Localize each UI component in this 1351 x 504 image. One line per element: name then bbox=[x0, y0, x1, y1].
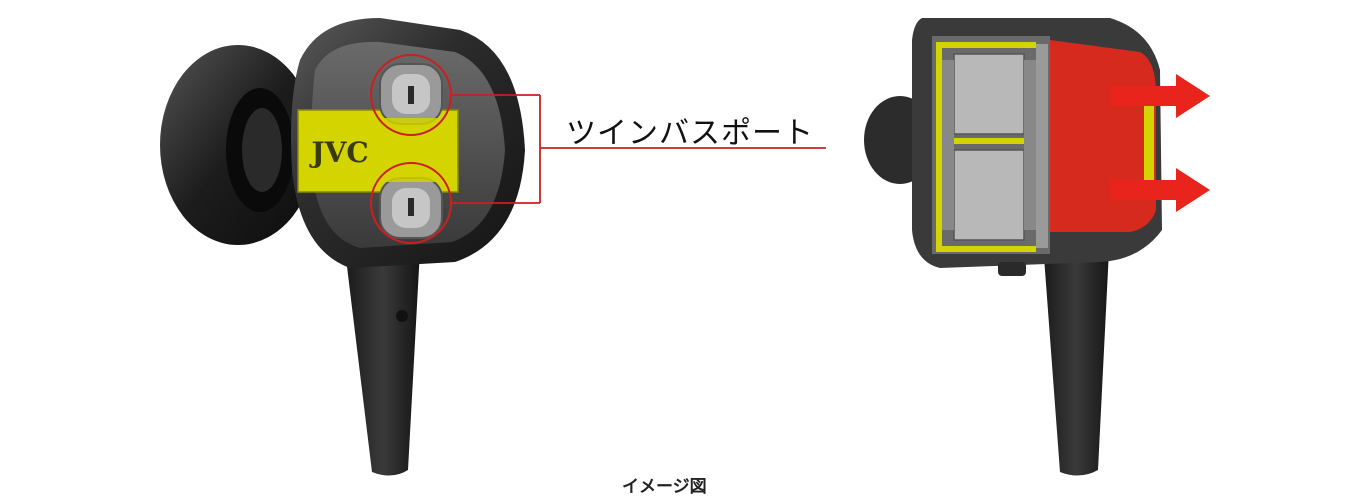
driver-bottom bbox=[954, 150, 1024, 240]
driver-top bbox=[954, 54, 1024, 134]
left-stem bbox=[345, 250, 420, 476]
jvc-logo: JVC bbox=[308, 136, 368, 169]
right-stem bbox=[1042, 230, 1110, 476]
twin-bass-port-label: ツインバスポート bbox=[566, 108, 814, 152]
port-bottom bbox=[380, 178, 442, 238]
red-chamber bbox=[1050, 40, 1156, 232]
image-caption: イメージ図 bbox=[622, 472, 707, 497]
left-earphone: JVC bbox=[160, 18, 525, 476]
stem-button bbox=[396, 310, 408, 322]
port-top bbox=[380, 64, 442, 124]
right-earphone-cutaway bbox=[864, 18, 1210, 476]
